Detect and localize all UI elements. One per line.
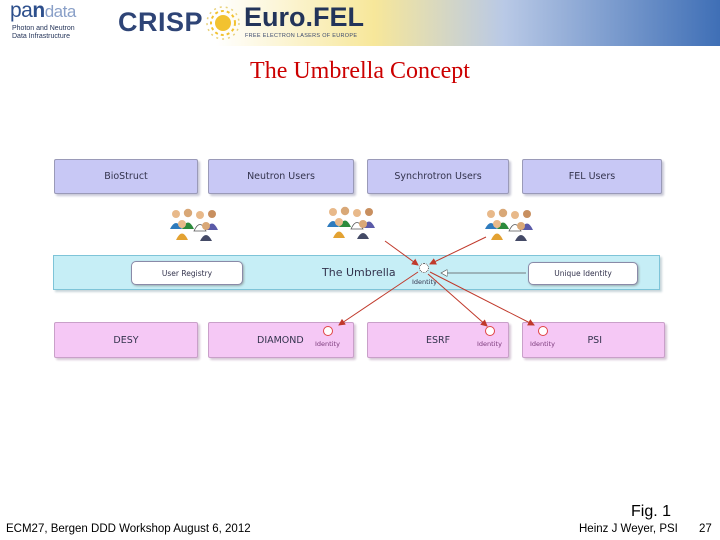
header-banner: pandata Photon and Neutron Data Infrastr…: [0, 0, 720, 46]
eurofel-logo: Euro.FEL: [244, 2, 364, 32]
figure-label: Fig. 1: [631, 503, 672, 520]
slide-title: The Umbrella Concept: [250, 58, 470, 84]
umbrella-identity-label: Identity: [412, 278, 437, 286]
page-number: 27: [699, 523, 712, 535]
psi-identity-marker: [538, 326, 548, 336]
diamond-identity-label: Identity: [315, 340, 340, 348]
esrf-identity-marker: [485, 326, 495, 336]
user-registry-box: User Registry: [131, 261, 243, 285]
arrow-fel-to-identity: [429, 236, 487, 265]
psi-identity-label: Identity: [530, 340, 555, 348]
footer-author: Heinz J Weyer, PSI: [579, 523, 678, 535]
facility-desy: DESY: [54, 322, 198, 358]
umbrella-identity-marker: [419, 263, 429, 273]
users-group-icon: [485, 208, 533, 241]
arrow-identity-to-diamond: [338, 271, 419, 326]
pandata-word-a: pa: [10, 0, 33, 22]
users-group-icon: [170, 208, 218, 241]
pandata-word-b: data: [44, 2, 77, 21]
arrow-neutron-to-identity: [384, 240, 419, 266]
pandata-subtitle-1: Photon and Neutron: [12, 25, 75, 32]
community-synchrotron-users: Synchrotron Users: [367, 159, 509, 194]
arrow-identity-to-psi: [429, 271, 535, 326]
pandata-word-n: n: [32, 0, 45, 22]
footer-event: ECM27, Bergen DDD Workshop August 6, 201…: [6, 523, 251, 535]
unique-identity-box: Unique Identity: [528, 262, 638, 285]
umbrella-label: The Umbrella: [322, 266, 396, 279]
community-fel-users: FEL Users: [522, 159, 662, 194]
crisp-sun-icon: [206, 6, 240, 40]
pandata-subtitle-2: Data Infrastructure: [12, 33, 70, 40]
pandata-logo: pandata Photon and Neutron Data Infrastr…: [6, 0, 106, 45]
facility-esrf: ESRF: [367, 322, 509, 358]
users-group-icon: [327, 206, 375, 239]
diamond-identity-marker: [323, 326, 333, 336]
crisp-logo: CRISP: [118, 7, 204, 37]
arrow-identity-to-esrf: [427, 273, 488, 327]
esrf-identity-label: Identity: [477, 340, 502, 348]
community-neutron-users: Neutron Users: [208, 159, 354, 194]
umbrella-bar: User Registry The Umbrella Unique Identi…: [53, 255, 660, 290]
eurofel-subtitle: FREE ELECTRON LASERS OF EUROPE: [245, 33, 358, 39]
community-biostruct: BioStruct: [54, 159, 198, 194]
